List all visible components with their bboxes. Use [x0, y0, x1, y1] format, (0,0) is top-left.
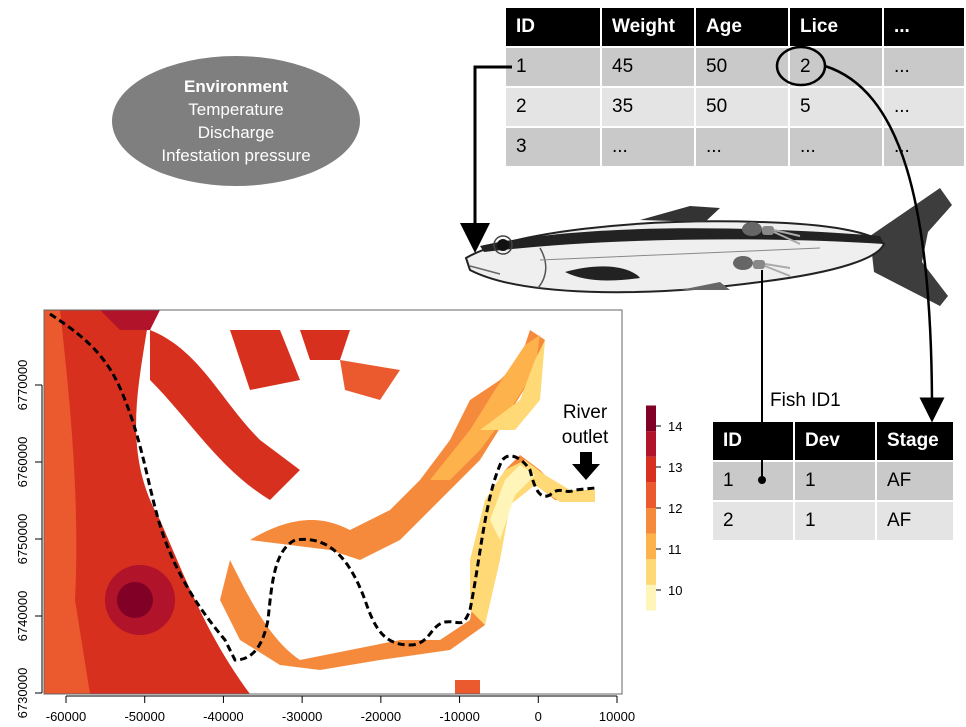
colorbar-segment [646, 559, 656, 585]
cell: 1 [713, 460, 795, 501]
x-tick-label: -60000 [46, 709, 86, 724]
map-frame [43, 309, 623, 695]
cell: 1 [794, 500, 877, 540]
colorbar-segment [646, 482, 656, 508]
header-stage: Stage [876, 422, 955, 461]
cell: AF [876, 460, 955, 501]
colorbar-tick-label: 11 [668, 542, 682, 557]
cell: 50 [695, 86, 790, 127]
x-tick-label: 10000 [599, 709, 635, 724]
river-outlet-label-1: River [563, 402, 608, 423]
x-tick-label: -40000 [203, 709, 243, 724]
cell: ... [883, 46, 966, 87]
lice-table-header: ID Dev Stage [713, 422, 955, 461]
y-axis: 6730000 6740000 6750000 6760000 6770000 [15, 360, 43, 719]
connector-arrows [460, 45, 945, 480]
table-row: 3 ... ... ... ... [506, 126, 966, 166]
cell: 2 [713, 500, 795, 540]
environment-item-infestation: Infestation pressure [161, 146, 311, 165]
cell: ... [883, 86, 966, 127]
cell: ... [601, 126, 696, 166]
table-row: 1 45 50 2 ... [506, 46, 966, 87]
x-tick-label: -10000 [439, 709, 479, 724]
cell: ... [695, 126, 790, 166]
colorbar-tick-label: 12 [668, 501, 682, 516]
colorbar-tick-label: 14 [668, 419, 682, 434]
y-tick-label: 6740000 [15, 591, 30, 642]
fish-table: ID Weight Age Lice ... 1 45 50 2 ... 2 3… [506, 8, 966, 166]
lice-table: ID Dev Stage 1 1 AF 2 1 AF [713, 422, 955, 540]
colorbar-tick-label: 10 [668, 583, 682, 598]
colorbar-segment [646, 456, 656, 483]
cell: 45 [601, 46, 696, 87]
environment-item-discharge: Discharge [197, 123, 275, 142]
header-weight: Weight [601, 8, 696, 47]
cell: 50 [695, 46, 790, 87]
colorbar-segment [646, 508, 656, 534]
header-id: ID [713, 422, 795, 461]
colorbar-segment [646, 584, 656, 611]
table-row: 2 1 AF [713, 500, 955, 540]
x-axis: -60000 -50000 -40000 -30000 -20000 -10000 0 100… [46, 695, 635, 724]
cell: AF [876, 500, 955, 540]
salmon-icon [464, 188, 952, 306]
x-tick-label: 0 [535, 709, 542, 724]
x-tick-label: -50000 [124, 709, 164, 724]
lice-highlight-circle [775, 45, 827, 87]
louse-icon [733, 256, 791, 277]
arrow-table-to-fish [460, 65, 512, 253]
header-id: ID [506, 8, 602, 47]
colorbar-segment [646, 405, 656, 432]
river-outlet-label-2: outlet [562, 427, 609, 448]
colorbar-segment [646, 431, 656, 457]
colorbar-segment [646, 533, 656, 560]
header-lice: Lice [789, 8, 884, 47]
header-more: ... [883, 8, 966, 47]
cell: 2 [506, 86, 602, 127]
river-outlet-annotation: River outlet [562, 402, 609, 480]
migration-route [49, 312, 596, 662]
table-row: 2 35 50 5 ... [506, 86, 966, 127]
lice-table-caption: Fish ID1 [770, 390, 841, 411]
y-tick-label: 6750000 [15, 514, 30, 565]
cell: 3 [506, 126, 602, 166]
cell: ... [883, 126, 966, 166]
y-tick-label: 6770000 [15, 360, 30, 411]
environment-ellipse: Environment Temperature Discharge Infest… [112, 56, 360, 186]
header-dev: Dev [794, 422, 877, 461]
cell: ... [789, 126, 884, 166]
x-tick-label: -30000 [282, 709, 322, 724]
environment-title: Environment [184, 77, 288, 96]
colorbar: 10 11 12 13 14 [646, 405, 682, 611]
header-age: Age [695, 8, 790, 47]
x-tick-label: -20000 [361, 709, 401, 724]
y-tick-label: 6760000 [15, 437, 30, 488]
down-arrow-icon [572, 452, 600, 480]
environment-item-temperature: Temperature [188, 100, 284, 119]
cell: 35 [601, 86, 696, 127]
cell: 1 [506, 46, 602, 87]
table-row: 1 1 AF [713, 460, 955, 501]
colorbar-tick-label: 13 [668, 460, 682, 475]
cell: 2 [789, 46, 884, 87]
cell: 1 [794, 460, 877, 501]
fish-table-header: ID Weight Age Lice ... [506, 8, 966, 47]
y-tick-label: 6730000 [15, 668, 30, 719]
temperature-map [44, 310, 622, 694]
connector-dot [758, 476, 766, 484]
louse-icon [742, 222, 801, 245]
arrow-lice-to-table [824, 64, 945, 423]
